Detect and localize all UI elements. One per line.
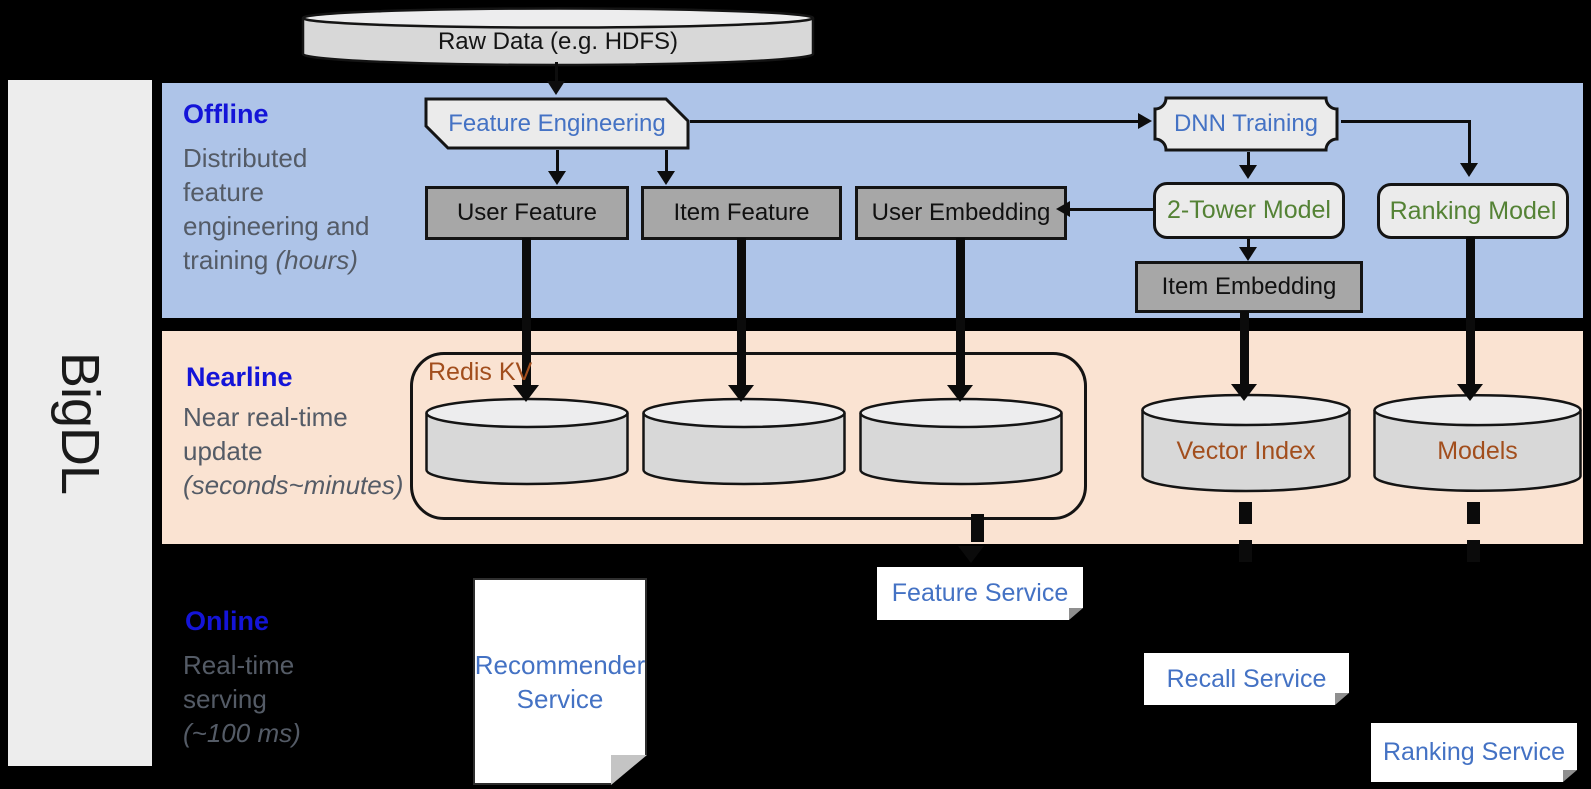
offline-desc-line1: Distributed: [183, 143, 308, 173]
nearline-desc-line2: update: [183, 436, 263, 466]
edge-two-tower-to-user-embedding: [1070, 208, 1153, 211]
nearline-title: Nearline: [186, 362, 293, 392]
node-two-tower-model: 2-Tower Model: [1153, 182, 1345, 239]
edge-fe-to-dnn-training: [690, 120, 1139, 123]
edge-rawdata-arrowhead: [547, 81, 565, 95]
raw-data-label: Raw Data (e.g. HDFS): [437, 28, 679, 55]
redis-kv-label: Redis KV: [428, 358, 533, 386]
cylinder-shape: [859, 397, 1063, 486]
dash-redis-to-feature-service: [971, 514, 984, 542]
edge-dnn-two-tower-arrowhead: [1239, 165, 1257, 179]
edge-two-tower-to-item-embedding: [1247, 239, 1250, 249]
cylinder-shape: [642, 397, 846, 486]
cylinder-shape: [301, 7, 815, 67]
offline-desc-line2: feature: [183, 177, 264, 207]
dash-vector-index-1: [1239, 502, 1252, 524]
models-store: Models: [1372, 392, 1583, 496]
online-description: Real-time serving (~100 ms): [183, 648, 301, 750]
feature-service-label: Feature Service: [891, 579, 1069, 607]
bigdl-logo-text: BigDL: [50, 351, 110, 495]
offline-desc-line4: training (hours): [183, 243, 370, 277]
redis-shard-1: [424, 396, 630, 488]
online-desc-latency: (~100 ms): [183, 718, 301, 748]
edge-fe-user-feature-arrowhead: [548, 171, 566, 185]
offline-title: Offline: [183, 99, 269, 129]
node-item-embedding: Item Embedding: [1135, 261, 1363, 313]
snip-rectangle-shape: [424, 97, 690, 150]
pipe-user-feature-to-redis: [522, 238, 531, 387]
online-desc-line1: Real-time: [183, 650, 295, 680]
nearline-desc-line1: Near real-time: [183, 402, 348, 432]
user-feature-label: User Feature: [456, 199, 598, 226]
offline-desc-line3: engineering and: [183, 211, 370, 241]
edge-fe-dnn-arrowhead: [1138, 113, 1152, 129]
models-label: Models: [1437, 436, 1518, 465]
page-fold-icon: [611, 755, 647, 785]
pipe-item-embedding-arrowhead: [1231, 384, 1257, 401]
nearline-description: Near real-time update (seconds~minutes): [183, 400, 403, 502]
nearline-desc-latency: (seconds~minutes): [183, 470, 404, 500]
edge-fe-to-item-feature: [665, 150, 668, 173]
node-dnn-training: DNN Training: [1153, 96, 1339, 152]
item-feature-label: Item Feature: [673, 199, 810, 226]
node-recommender-service: Recommender Service: [473, 578, 647, 785]
pipe-item-feature-to-redis: [737, 238, 746, 387]
edge-rawdata-to-feature-engineering: [555, 62, 558, 83]
cylinder-shape: [1373, 393, 1582, 493]
ranking-service-label: Ranking Service: [1382, 738, 1566, 766]
dash-models-1: [1467, 502, 1480, 524]
offline-desc-line4-text: training: [183, 245, 269, 275]
item-embedding-label: Item Embedding: [1161, 273, 1337, 300]
pipe-user-feature-arrowhead: [513, 385, 539, 402]
vector-index-store: Vector Index: [1140, 392, 1352, 496]
dnn-training-label: DNN Training: [1173, 110, 1319, 137]
node-feature-engineering: Feature Engineering: [424, 97, 690, 150]
node-recall-service: Recall Service: [1144, 653, 1349, 705]
node-user-feature: User Feature: [425, 186, 629, 240]
edge-dnn-to-two-tower: [1247, 152, 1250, 167]
node-ranking-model: Ranking Model: [1377, 183, 1569, 239]
edge-fe-item-feature-arrowhead: [657, 171, 675, 185]
edge-two-tower-item-embedding-arrowhead: [1239, 247, 1257, 261]
pipe-user-embedding-to-redis: [956, 238, 965, 387]
edge-two-tower-user-embedding-arrowhead: [1056, 201, 1070, 217]
user-embedding-label: User Embedding: [871, 199, 1051, 226]
ranking-model-label: Ranking Model: [1389, 196, 1557, 225]
recommender-service-label: Recommender Service: [474, 649, 646, 714]
pipe-ranking-model-to-models: [1466, 237, 1475, 386]
cylinder-shape: [425, 397, 629, 486]
node-item-feature: Item Feature: [641, 186, 842, 240]
edge-dnn-ranking-arrowhead: [1460, 163, 1478, 177]
two-tower-model-label: 2-Tower Model: [1167, 196, 1331, 224]
cylinder-shape: [1141, 393, 1351, 493]
redis-shard-3: [858, 396, 1064, 488]
plaque-shape: [1153, 96, 1339, 152]
offline-desc-hours: (hours): [275, 245, 358, 275]
vector-index-label: Vector Index: [1176, 436, 1316, 465]
raw-data-store: Raw Data (e.g. HDFS): [300, 6, 816, 68]
online-desc-line2: serving: [183, 684, 267, 714]
edge-dnn-to-ranking-vertical: [1468, 120, 1471, 165]
redis-kv-container: [410, 352, 1087, 520]
edge-fe-to-user-feature: [556, 150, 559, 173]
pipe-ranking-model-arrowhead: [1457, 384, 1483, 401]
bigdl-sidebar: BigDL: [8, 80, 152, 766]
dash-models-2: [1467, 540, 1480, 562]
feature-engineering-label: Feature Engineering: [448, 109, 666, 137]
dash-vector-index-2: [1239, 540, 1252, 562]
redis-shard-2: [641, 396, 847, 488]
node-user-embedding: User Embedding: [855, 186, 1067, 240]
dash-redis-arrowhead: [958, 546, 984, 563]
pipe-item-feature-arrowhead: [728, 385, 754, 402]
pipe-user-embedding-arrowhead: [947, 385, 973, 402]
node-ranking-service: Ranking Service: [1371, 723, 1577, 782]
edge-dnn-to-ranking-horizontal: [1341, 120, 1471, 123]
recall-service-label: Recall Service: [1166, 664, 1327, 693]
node-feature-service: Feature Service: [877, 567, 1083, 620]
online-title: Online: [185, 606, 270, 636]
pipe-item-embedding-to-vector-index: [1240, 311, 1249, 386]
offline-description: Distributed feature engineering and trai…: [183, 141, 370, 277]
